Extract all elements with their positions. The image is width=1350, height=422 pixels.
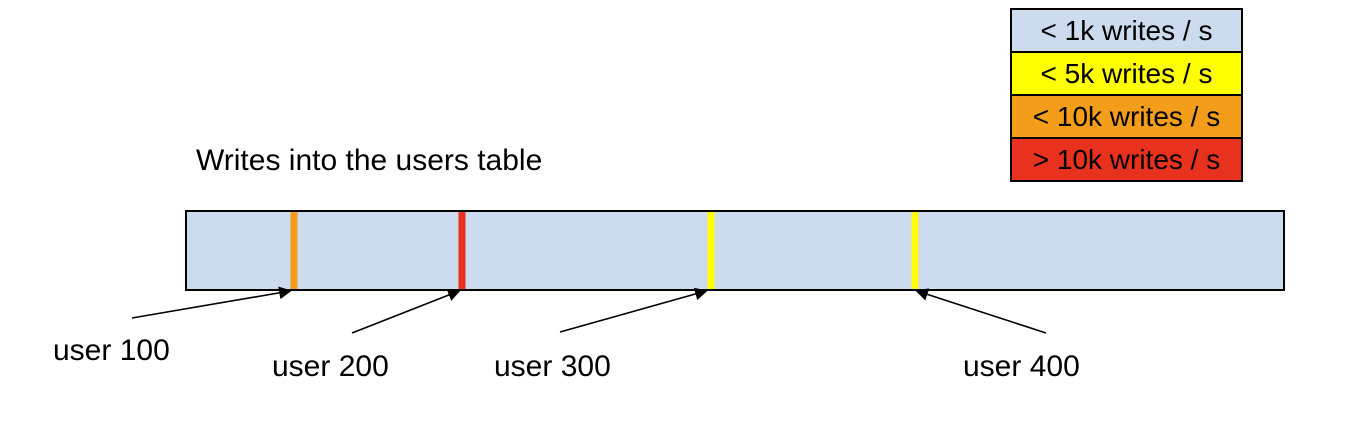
label-user-200: user 200 <box>272 350 389 383</box>
marker-user-400 <box>911 212 919 289</box>
label-user-300: user 300 <box>494 350 611 383</box>
diagram-title: Writes into the users table <box>196 144 543 177</box>
legend-item-3: > 10k writes / s <box>1010 137 1243 182</box>
legend: < 1k writes / s< 5k writes / s< 10k writ… <box>1010 8 1243 182</box>
marker-user-100 <box>290 212 298 289</box>
arrow-3 <box>915 288 1047 334</box>
legend-item-1: < 5k writes / s <box>1010 51 1243 96</box>
legend-item-0: < 1k writes / s <box>1010 8 1243 53</box>
label-user-400: user 400 <box>963 350 1080 383</box>
arrow-0 <box>131 286 292 319</box>
marker-user-200 <box>458 212 466 289</box>
label-user-100: user 100 <box>53 334 170 367</box>
users-table-bar <box>185 210 1285 291</box>
arrow-2 <box>559 287 708 333</box>
marker-user-300 <box>707 212 715 289</box>
arrow-1 <box>351 289 461 334</box>
legend-item-2: < 10k writes / s <box>1010 94 1243 139</box>
